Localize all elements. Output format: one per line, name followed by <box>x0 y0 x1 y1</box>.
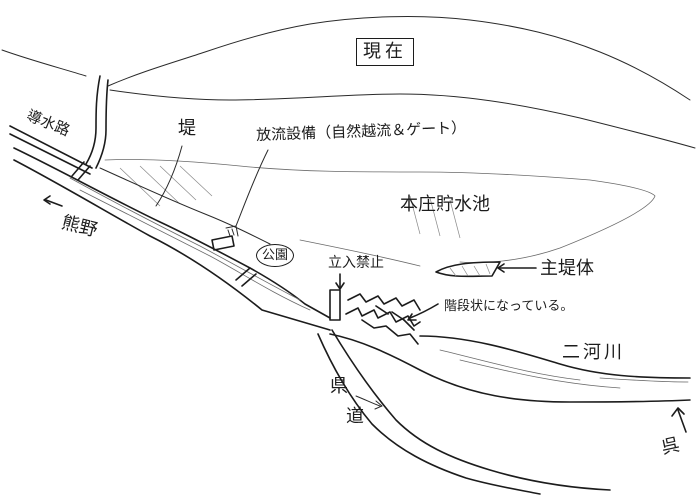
discharge-leader <box>235 149 269 227</box>
reservoir-hatching <box>119 165 461 239</box>
page-title: 現在 <box>356 38 414 66</box>
ridge-line-lower <box>109 89 696 149</box>
river-flow-2 <box>459 359 621 389</box>
river-lower-bank <box>329 333 691 403</box>
label-main-dam: 主堤体 <box>540 258 594 279</box>
kumano-arrow <box>45 199 63 207</box>
kure-arrow <box>677 409 687 433</box>
road-upper-edge <box>331 329 611 491</box>
levee-bank <box>99 167 271 245</box>
river-flow-3 <box>599 377 689 383</box>
label-park: 公園 <box>256 244 295 267</box>
label-prefectural-road-1: 県 <box>330 376 348 397</box>
levee-leader <box>155 145 183 207</box>
road-label-arrow <box>355 395 381 407</box>
discharge-facility <box>211 225 239 251</box>
channel-flow-1 <box>69 177 301 301</box>
hillside-left <box>1 49 87 77</box>
river-flow-1 <box>439 349 581 381</box>
label-no-entry: 立入禁止 <box>328 255 384 271</box>
label-levee: 堤 <box>178 118 196 139</box>
main-dam-body <box>435 261 501 278</box>
headrace-channel-left <box>85 75 101 165</box>
headrace-channel-right <box>95 79 109 169</box>
label-reservoir: 本庄貯水池 <box>400 194 490 215</box>
ridge-line-upper <box>107 16 691 101</box>
label-kure: 呉 <box>659 434 682 459</box>
label-river: 二河川 <box>562 342 625 363</box>
label-prefectural-road-2: 道 <box>346 406 364 427</box>
levee-upper-edge <box>13 147 331 319</box>
reservoir-outline <box>104 159 656 264</box>
channel-flow-2 <box>79 189 311 311</box>
headrace-crossing <box>9 125 93 169</box>
river-upper-bank <box>419 335 691 379</box>
no-entry-gate <box>329 289 341 321</box>
levee-lower-edge <box>13 159 331 331</box>
stepped-spillway <box>345 293 421 345</box>
reservoir-outline-inner <box>299 239 421 267</box>
label-stepped: 階段状になっている。 <box>444 299 574 314</box>
road-lower-edge <box>317 333 541 495</box>
stepped-arrow <box>409 303 439 319</box>
